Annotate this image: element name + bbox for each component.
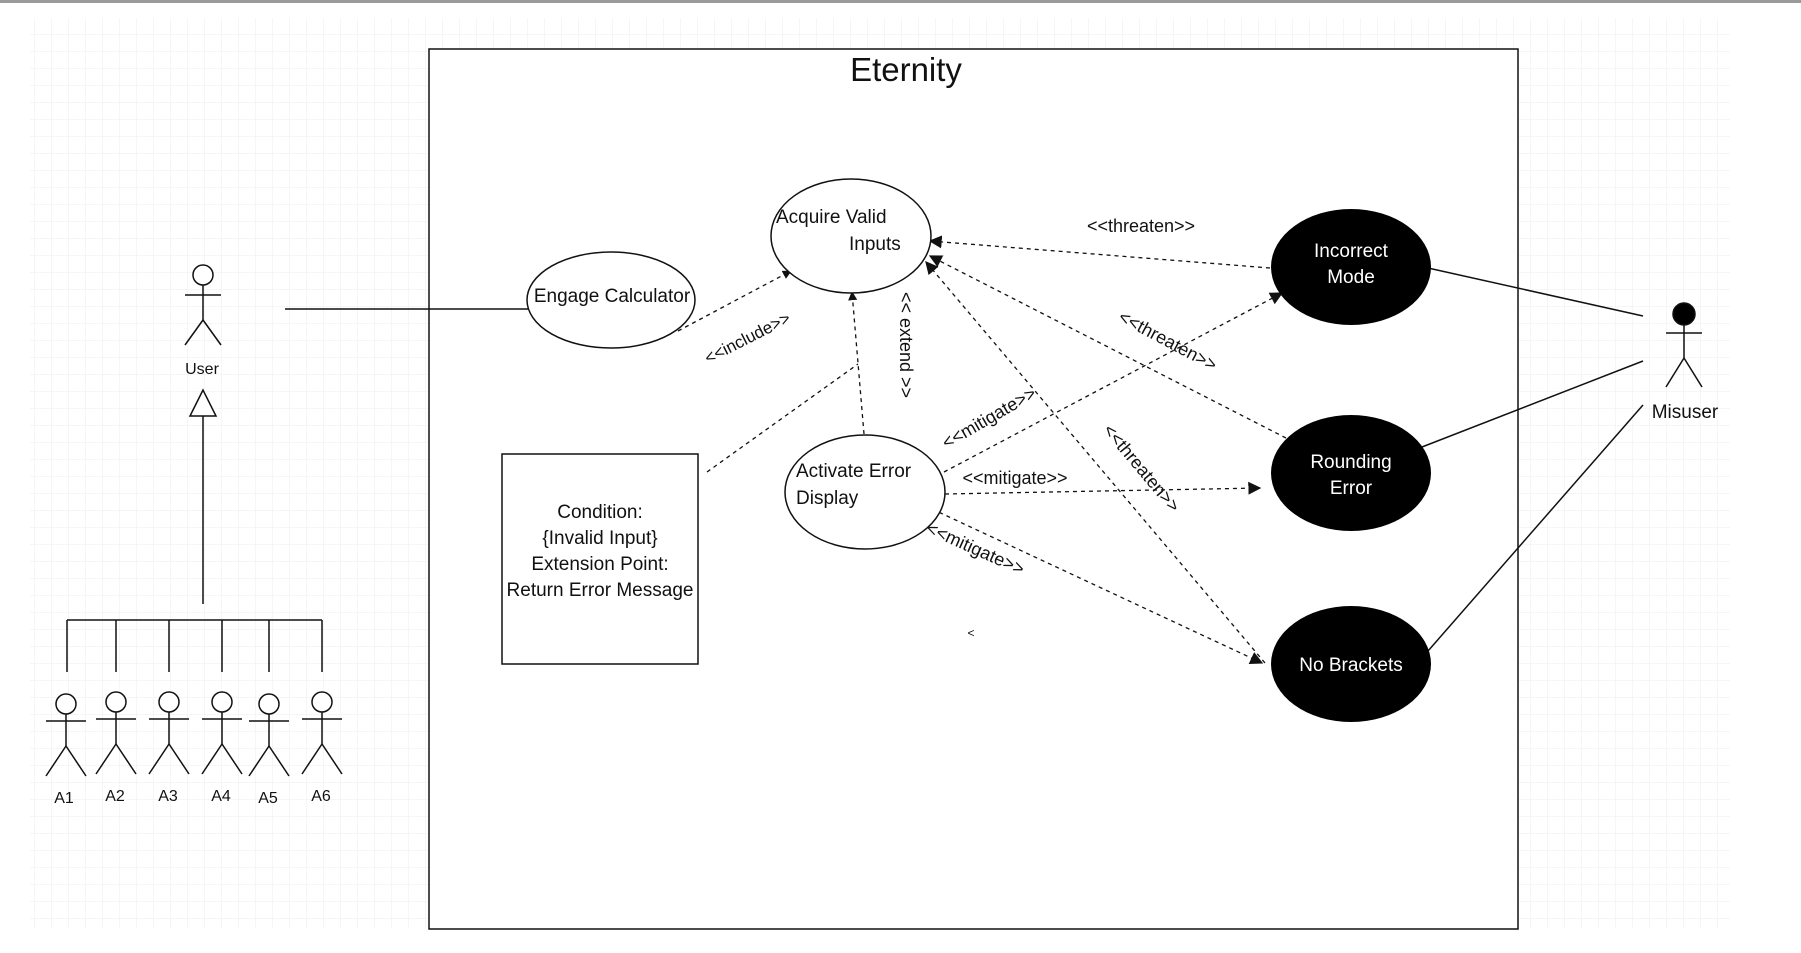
condition-line4: Return Error Message — [507, 580, 694, 601]
use-case-activate-error-display[interactable] — [784, 434, 946, 550]
engage-calculator-label: Engage Calculator — [534, 286, 691, 307]
actor-a5[interactable] — [248, 693, 290, 777]
condition-line3: Extension Point: — [531, 554, 668, 575]
threaten-incorrect-mode — [928, 235, 1271, 269]
actor-a3[interactable] — [148, 691, 190, 775]
acquire-label-line2: Inputs — [849, 234, 901, 255]
generalization — [66, 388, 323, 672]
stray-mark: < — [967, 626, 974, 640]
misuser-actor[interactable] — [1665, 302, 1703, 388]
no-brackets-label: No Brackets — [1299, 655, 1402, 676]
actor-a6[interactable] — [301, 691, 343, 775]
misuser-rounding-error-association — [1421, 360, 1644, 448]
misuser-incorrect-mode-association — [1427, 267, 1644, 317]
actor-a1-label: A1 — [54, 790, 74, 807]
use-case-acquire-valid-inputs[interactable] — [770, 178, 932, 294]
actor-a1[interactable] — [45, 693, 87, 777]
condition-line2: {Invalid Input} — [542, 528, 657, 549]
acquire-label-line1: Acquire Valid — [776, 207, 887, 228]
condition-line1: Condition: — [557, 502, 643, 523]
include-arrow — [677, 270, 792, 332]
misuser-label: Misuser — [1652, 402, 1719, 423]
mitigate-label-2: <<mitigate>> — [962, 468, 1067, 488]
actor-a4[interactable] — [201, 691, 243, 775]
rounding-error-line2: Error — [1330, 478, 1373, 499]
actor-a3-label: A3 — [158, 788, 178, 805]
top-border — [0, 0, 1801, 3]
condition-note[interactable] — [501, 453, 699, 665]
actor-a5-label: A5 — [258, 790, 278, 807]
associations — [285, 267, 1644, 652]
threaten-label-1: <<threaten>> — [1087, 216, 1195, 236]
threaten-rounding-error — [928, 255, 1287, 439]
relationships — [677, 235, 1287, 664]
use-case-engage-calculator[interactable] — [526, 251, 696, 349]
actor-a2-label: A2 — [105, 788, 125, 805]
incorrect-mode-line1: Incorrect — [1314, 241, 1389, 262]
misuser-no-brackets-association — [1427, 404, 1644, 652]
rounding-error-line1: Rounding — [1310, 452, 1391, 473]
actor-a4-label: A4 — [211, 788, 231, 805]
misuse-case-incorrect-mode[interactable] — [1271, 209, 1431, 325]
actor-a2[interactable] — [95, 691, 137, 775]
activate-label-line2: Display — [796, 488, 859, 509]
incorrect-mode-line2: Mode — [1327, 267, 1375, 288]
misuse-case-rounding-error[interactable] — [1271, 415, 1431, 531]
user-label: User — [185, 361, 219, 378]
user-actor[interactable] — [184, 264, 222, 346]
activate-label-line1: Activate Error — [796, 461, 912, 482]
system-title: Eternity — [850, 51, 962, 88]
actor-a6-label: A6 — [311, 788, 331, 805]
extend-label: << extend >> — [896, 292, 916, 398]
misuse-case-no-brackets[interactable] — [1271, 606, 1431, 722]
condition-connector — [706, 363, 859, 473]
